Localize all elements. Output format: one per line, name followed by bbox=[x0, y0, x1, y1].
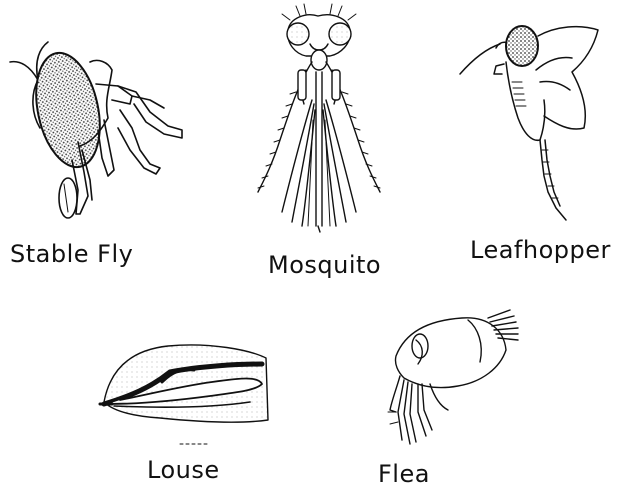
label-mosquito: Mosquito bbox=[268, 251, 381, 279]
stable-fly-drawing bbox=[10, 42, 182, 218]
louse-drawing bbox=[100, 345, 268, 444]
flea-drawing bbox=[388, 310, 518, 444]
leafhopper-drawing bbox=[460, 26, 598, 220]
mosquito-drawing bbox=[258, 4, 380, 232]
label-stable-fly: Stable Fly bbox=[10, 240, 133, 268]
label-flea: Flea bbox=[378, 460, 430, 488]
label-louse: Louse bbox=[147, 456, 220, 484]
label-leafhopper: Leafhopper bbox=[470, 236, 611, 264]
